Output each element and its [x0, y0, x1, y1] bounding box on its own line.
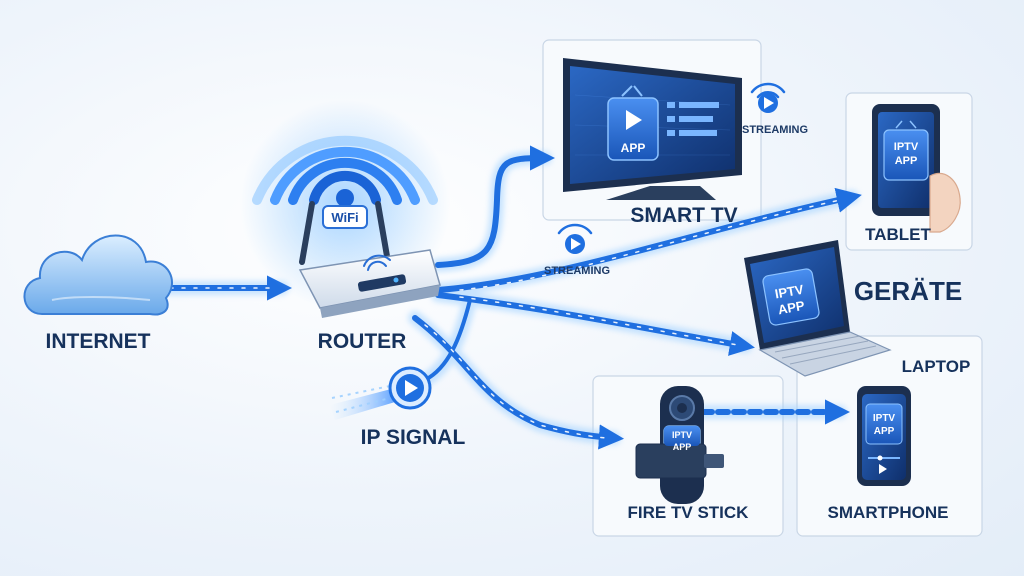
smartphone-icon: [857, 386, 911, 486]
phone-app-line1: IPTV: [873, 413, 896, 424]
play-signal-icon: [330, 366, 432, 420]
fire-tv-stick-label: FIRE TV STICK: [628, 503, 750, 522]
tablet-app-line1: IPTV: [894, 141, 919, 153]
tv-app-badge: APP: [621, 141, 646, 155]
laptop-app-line1: IPTV: [774, 282, 805, 302]
smart-tv-label: SMART TV: [630, 204, 737, 227]
stick-app-line2: APP: [673, 442, 692, 452]
laptop-app-line2: APP: [777, 298, 806, 317]
tablet-icon: [872, 104, 961, 233]
streaming-icon: [750, 82, 786, 113]
tablet-app-line2: APP: [895, 155, 918, 167]
geraete-label: GERÄTE: [854, 276, 962, 306]
router-label: ROUTER: [318, 330, 407, 353]
cloud-icon: [23, 234, 173, 316]
tablet-label: TABLET: [865, 225, 931, 244]
router-badge: WiFi: [331, 210, 358, 225]
connection-arrows: [158, 145, 862, 450]
ip-signal-label: IP SIGNAL: [361, 426, 466, 449]
arrow-router-smart-tv: [435, 145, 556, 268]
phone-app-line2: APP: [874, 426, 895, 437]
tv-icon: [563, 58, 742, 200]
wifi-router-icon: [240, 100, 450, 318]
streaming-icon: [557, 223, 593, 254]
internet-label: INTERNET: [46, 330, 151, 353]
streaming-label-mid: STREAMING: [544, 265, 610, 277]
arrow-router-tablet: [435, 187, 862, 293]
stick-app-line1: IPTV: [672, 430, 692, 440]
fire-tv-stick-icon: [635, 386, 724, 504]
laptop-label: LAPTOP: [902, 357, 971, 376]
smartphone-label: SMARTPHONE: [828, 503, 949, 522]
streaming-label-tv: STREAMING: [742, 124, 808, 136]
laptop-icon: [744, 240, 892, 377]
